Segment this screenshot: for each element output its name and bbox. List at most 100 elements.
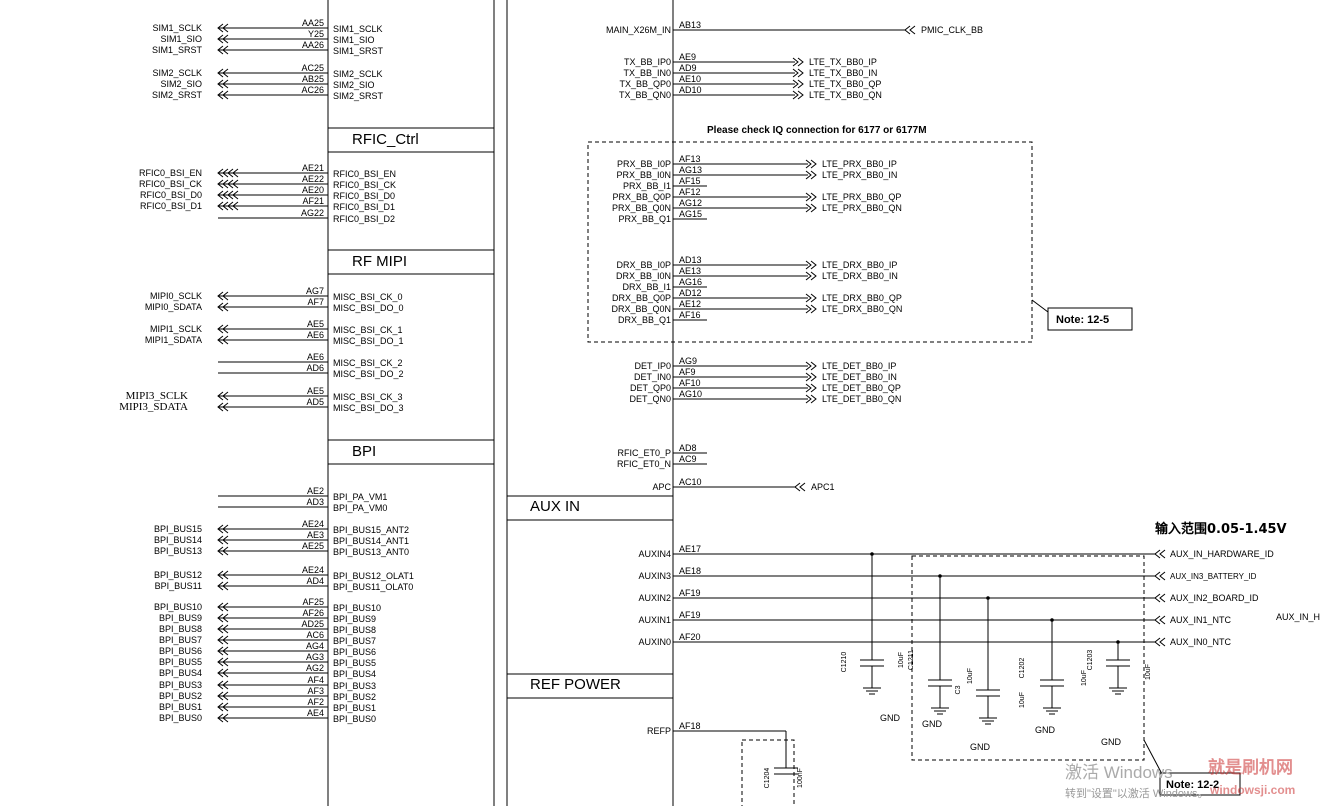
net-label: RFIC0_BSI_D1 bbox=[140, 201, 202, 211]
ball-number: AF10 bbox=[679, 378, 701, 388]
port-arrow bbox=[222, 602, 229, 612]
port-arrow bbox=[222, 581, 229, 591]
ball-number: AF3 bbox=[307, 686, 324, 696]
port-arrow bbox=[810, 293, 817, 303]
pin-function: SIM2_SIO bbox=[333, 80, 375, 90]
pin-function: MAIN_X26M_IN bbox=[606, 25, 671, 35]
ball-number: AF18 bbox=[679, 721, 701, 731]
net-label: BPI_BUS4 bbox=[159, 668, 202, 678]
net-label: LTE_TX_BB0_QP bbox=[809, 79, 881, 89]
port-arrow bbox=[217, 713, 224, 723]
port-arrow bbox=[217, 23, 224, 33]
port-arrow bbox=[805, 159, 812, 169]
port-arrow bbox=[222, 34, 229, 44]
net-label: BPI_BUS12 bbox=[154, 570, 202, 580]
net-label: MIPI0_SDATA bbox=[145, 302, 202, 312]
port-arrow bbox=[222, 179, 229, 189]
cap-refdes: C1211 bbox=[908, 650, 915, 670]
port-arrow bbox=[217, 546, 224, 556]
port-arrow bbox=[904, 25, 911, 35]
net-label: LTE_DRX_BB0_QP bbox=[822, 293, 902, 303]
ball-number: AG10 bbox=[679, 389, 702, 399]
ball-number: AC10 bbox=[679, 477, 702, 487]
port-arrow bbox=[217, 34, 224, 44]
net-label: BPI_BUS1 bbox=[159, 702, 202, 712]
ball-number: AC9 bbox=[679, 454, 697, 464]
pin-function: RFIC_ET0_N bbox=[617, 459, 671, 469]
ball-number: AF13 bbox=[679, 154, 701, 164]
port-arrow bbox=[222, 570, 229, 580]
port-arrow bbox=[222, 668, 229, 678]
pin-function: MISC_BSI_CK_2 bbox=[333, 358, 403, 368]
ic-left-body bbox=[327, 0, 495, 806]
port-arrow bbox=[810, 361, 817, 371]
net-label: LTE_TX_BB0_IP bbox=[809, 57, 877, 67]
ball-number: AG7 bbox=[306, 286, 324, 296]
port-arrow bbox=[810, 304, 817, 314]
ball-number: AE17 bbox=[679, 544, 701, 554]
port-arrow bbox=[805, 260, 812, 270]
ball-number: AF7 bbox=[307, 297, 324, 307]
port-arrow bbox=[217, 90, 224, 100]
net-label: APC1 bbox=[811, 482, 835, 492]
ball-number: AD4 bbox=[306, 576, 324, 586]
port-arrow bbox=[222, 324, 229, 334]
pin-function: SIM2_SCLK bbox=[333, 69, 383, 79]
ball-number: AE24 bbox=[302, 519, 324, 529]
port-arrow bbox=[805, 192, 812, 202]
ball-number: AC25 bbox=[301, 63, 324, 73]
net-label: BPI_BUS3 bbox=[159, 680, 202, 690]
gnd-label: GND bbox=[1101, 737, 1122, 747]
net-label: BPI_BUS7 bbox=[159, 635, 202, 645]
port-arrow bbox=[797, 68, 804, 78]
port-arrow bbox=[222, 23, 229, 33]
port-arrow bbox=[227, 201, 234, 211]
ball-number: AE25 bbox=[302, 541, 324, 551]
net-label: BPI_BUS6 bbox=[159, 646, 202, 656]
ic-right-body bbox=[506, 0, 674, 806]
section-header-box bbox=[506, 673, 674, 699]
port-arrow bbox=[810, 159, 817, 169]
net-label: RFIC0_BSI_CK bbox=[139, 179, 202, 189]
port-arrow bbox=[217, 691, 224, 701]
ball-number: AF2 bbox=[307, 697, 324, 707]
pin-function: BPI_BUS10 bbox=[333, 603, 381, 613]
watermark-logo: 就是刷机网 bbox=[1208, 757, 1293, 777]
pin-function: MISC_BSI_DO_2 bbox=[333, 369, 404, 379]
port-arrow bbox=[805, 293, 812, 303]
port-arrow bbox=[222, 680, 229, 690]
pin-function: TX_BB_QP0 bbox=[619, 79, 671, 89]
section-header-label: AUX IN bbox=[530, 498, 580, 515]
port-arrow bbox=[222, 391, 229, 401]
ball-number: AF19 bbox=[679, 610, 701, 620]
pin-function: BPI_BUS8 bbox=[333, 625, 376, 635]
pin-function: DRX_BB_I0P bbox=[616, 260, 671, 270]
ball-number: AF21 bbox=[302, 196, 324, 206]
port-arrow bbox=[792, 90, 799, 100]
port-arrow bbox=[222, 535, 229, 545]
port-arrow bbox=[810, 271, 817, 281]
port-arrow bbox=[222, 524, 229, 534]
pin-function: PRX_BB_Q0P bbox=[612, 192, 671, 202]
ball-number: AB13 bbox=[679, 20, 701, 30]
pin-function: BPI_BUS6 bbox=[333, 647, 376, 657]
port-arrow bbox=[217, 335, 224, 345]
ball-number: AD9 bbox=[679, 63, 697, 73]
ball-number: AE13 bbox=[679, 266, 701, 276]
port-arrow bbox=[232, 179, 239, 189]
net-label: AUX_IN0_NTC bbox=[1170, 637, 1232, 647]
port-arrow bbox=[797, 57, 804, 67]
ball-number: AE6 bbox=[307, 352, 324, 362]
pin-function: BPI_BUS14_ANT1 bbox=[333, 536, 409, 546]
port-arrow bbox=[792, 68, 799, 78]
port-arrow bbox=[222, 624, 229, 634]
section-header-label: RFIC_Ctrl bbox=[352, 131, 419, 148]
net-label: SIM2_SRST bbox=[152, 90, 203, 100]
port-arrow bbox=[810, 203, 817, 213]
note-leader bbox=[1031, 299, 1049, 313]
port-arrow bbox=[1154, 637, 1161, 647]
port-arrow bbox=[222, 201, 229, 211]
net-label: LTE_TX_BB0_IN bbox=[809, 68, 877, 78]
port-arrow bbox=[794, 482, 801, 492]
net-label: AUX_IN_HARDWARE_ID bbox=[1170, 549, 1274, 559]
